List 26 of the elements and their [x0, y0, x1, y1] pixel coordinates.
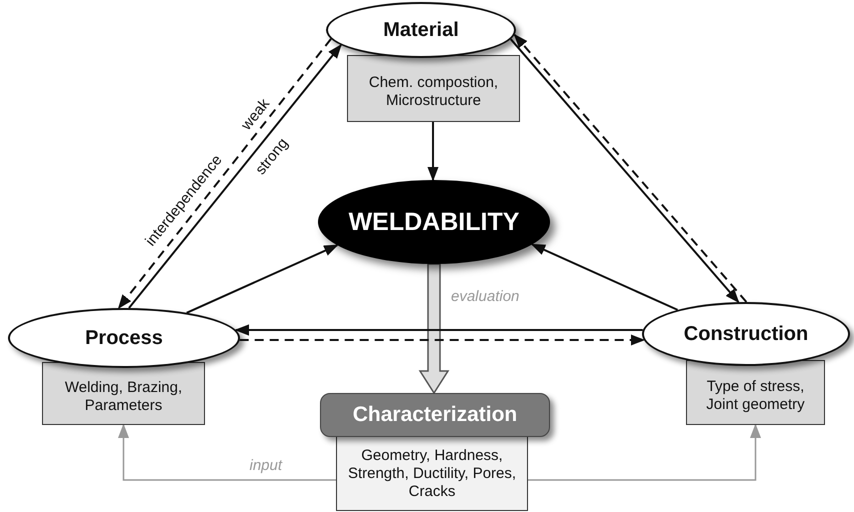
node-title: Construction: [684, 322, 808, 346]
node-text: Chem. compostion, Microstructure: [368, 74, 500, 110]
ellipse-node: [326, 2, 516, 58]
detail-box: [686, 360, 825, 425]
node-text: Welding, Brazing, Parameters: [64, 378, 184, 414]
node-title: Process: [85, 326, 163, 350]
edge-label: input: [250, 456, 282, 474]
detail-box: [42, 362, 205, 425]
node-title: WELDABILITY: [348, 208, 520, 236]
edge-label: evaluation: [451, 288, 520, 304]
node-text: Type of stress, Joint geometry: [705, 378, 806, 414]
node-title: Characterization: [352, 403, 518, 427]
detail-box: [347, 55, 520, 122]
ellipse-node: [642, 302, 850, 366]
node-title: Material: [383, 18, 459, 42]
arrow: [532, 243, 678, 311]
rounded-box: [320, 393, 550, 437]
arrow: [118, 424, 336, 481]
detail-box: [336, 436, 528, 511]
arrow: [186, 244, 338, 314]
arrow: [528, 424, 761, 481]
hollow-arrow: [418, 263, 450, 394]
arrow: [428, 122, 438, 180]
arrow: [235, 324, 643, 336]
dashed-arrow: [240, 334, 644, 346]
node-text: Geometry, Hardness, Strength, Ductility, Pores, Cracks: [346, 446, 518, 500]
